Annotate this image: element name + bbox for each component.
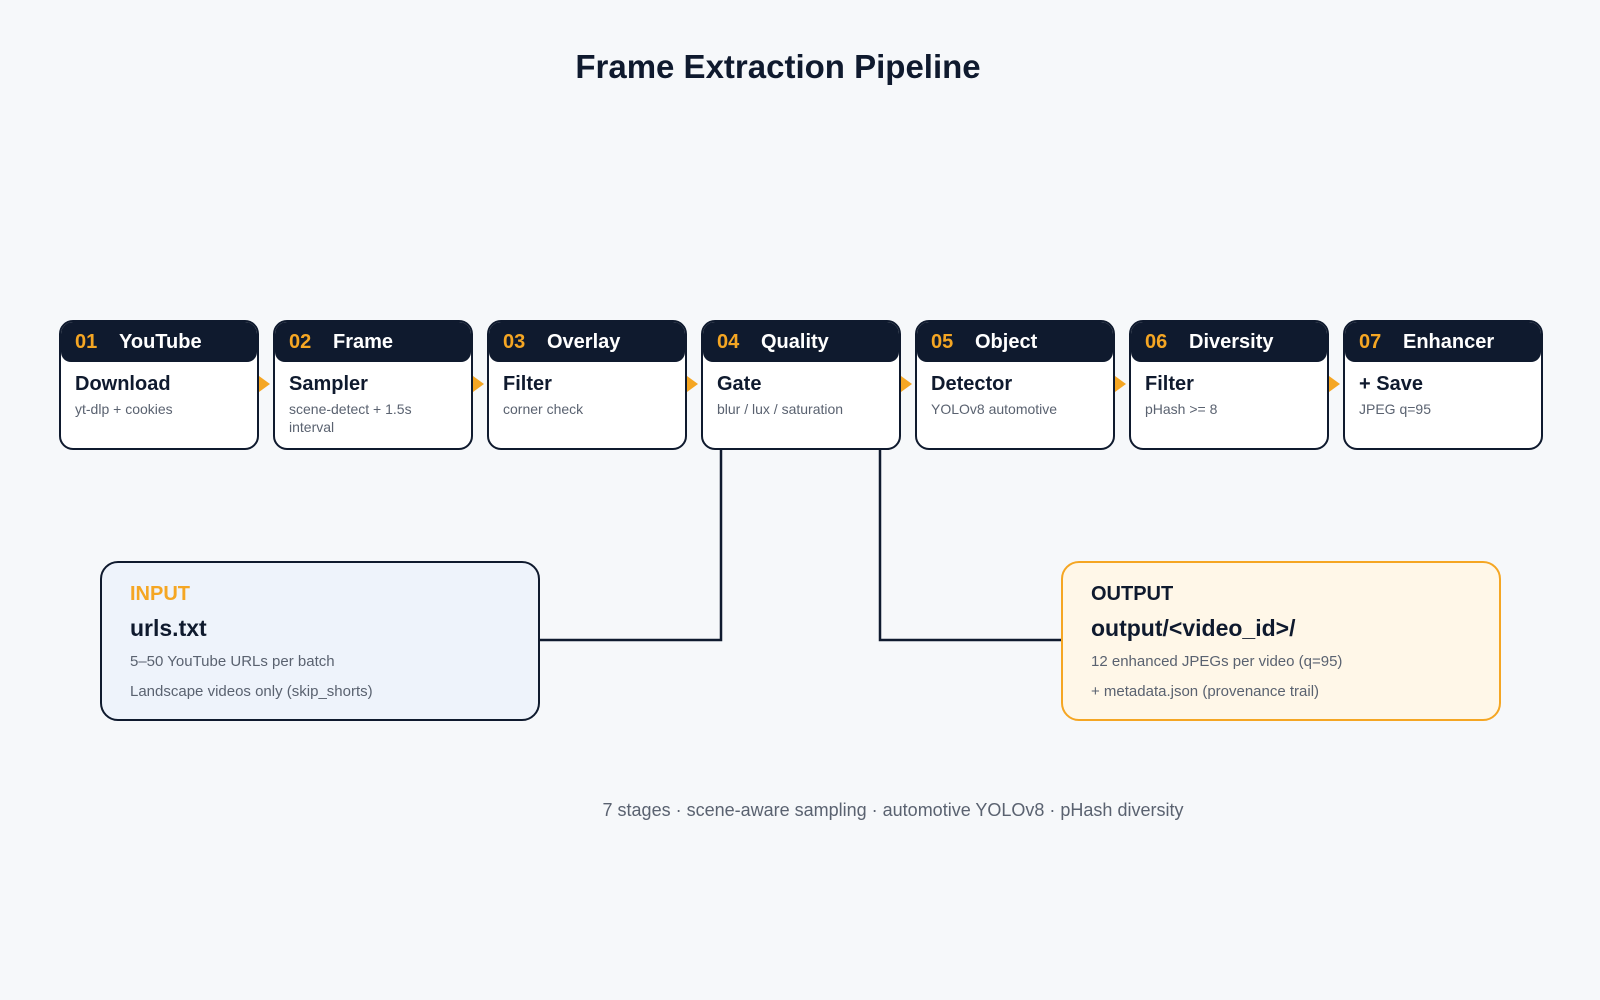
flow-arrow: [687, 376, 698, 392]
stage-description: corner check: [503, 401, 584, 417]
stage-title-line-2: Gate: [717, 373, 762, 395]
output-box: OUTPUT output/<video_id>/ 12 enhanced JP…: [1061, 561, 1501, 721]
stage-header: 01 YouTube: [61, 322, 257, 362]
flow-arrow: [1329, 376, 1340, 392]
flow-arrow: [1115, 376, 1126, 392]
stage-title-line-1: Diversity: [1189, 330, 1274, 353]
stage-header: 03 Overlay: [489, 322, 685, 362]
stage-title-line-2: Filter: [1145, 373, 1194, 395]
stage-title-line-2: Filter: [503, 373, 552, 395]
stage-title-line-2: Sampler: [289, 373, 368, 395]
stage-title-line-1: Overlay: [547, 330, 621, 353]
stage-header: 04 Quality: [703, 322, 899, 362]
stage-title-line-2: Detector: [931, 373, 1013, 395]
stage-number: 01: [75, 330, 98, 353]
diagram-title: Frame Extraction Pipeline: [575, 48, 981, 85]
stage-description: yt-dlp + cookies: [75, 401, 173, 417]
stage-title-line-1: Frame: [333, 330, 394, 353]
output-label: OUTPUT: [1091, 583, 1174, 605]
output-file: output/<video_id>/: [1091, 615, 1296, 641]
footer-summary: 7 stages · scene-aware sampling · automo…: [602, 800, 1184, 820]
stage-description: pHash >= 8: [1145, 401, 1218, 417]
stage-number: 04: [717, 330, 740, 353]
stage-title-line-2: + Save: [1359, 373, 1423, 395]
input-label: INPUT: [130, 583, 190, 605]
flow-arrow: [473, 376, 484, 392]
stage-number: 06: [1145, 330, 1168, 353]
stage-title-line-2: Download: [75, 373, 171, 395]
stage-number: 05: [931, 330, 954, 353]
flow-arrow: [901, 376, 912, 392]
output-line-1: 12 enhanced JPEGs per video (q=95): [1091, 653, 1343, 670]
stage-description: scene-detect + 1.5s interval: [289, 401, 412, 435]
input-line-2: Landscape videos only (skip_shorts): [130, 683, 373, 700]
stage-number: 02: [289, 330, 312, 353]
stage-description: blur / lux / saturation: [717, 401, 844, 417]
stage-title-line-1: Object: [975, 330, 1038, 353]
output-line-2: + metadata.json (provenance trail): [1091, 683, 1320, 700]
stage-title-line-1: Enhancer: [1403, 330, 1495, 353]
stage-number: 07: [1359, 330, 1382, 353]
stage-title-line-1: Quality: [761, 330, 829, 353]
flow-arrow: [259, 376, 270, 392]
input-file: urls.txt: [130, 615, 207, 641]
stage-header: 05 Object: [917, 322, 1113, 362]
stage-header: 07 Enhancer: [1345, 322, 1541, 362]
input-box: INPUT urls.txt 5–50 YouTube URLs per bat…: [100, 561, 540, 721]
stage-number: 03: [503, 330, 526, 353]
stage-header: 06 Diversity: [1131, 322, 1327, 362]
stage-description: YOLOv8 automotive: [931, 401, 1058, 417]
stage-title-line-1: YouTube: [119, 330, 202, 353]
input-connector: [540, 450, 723, 642]
input-line-1: 5–50 YouTube URLs per batch: [130, 653, 335, 670]
stage-header: 02 Frame: [275, 322, 471, 362]
stage-description: JPEG q=95: [1359, 401, 1431, 417]
output-connector: [878, 450, 1061, 642]
